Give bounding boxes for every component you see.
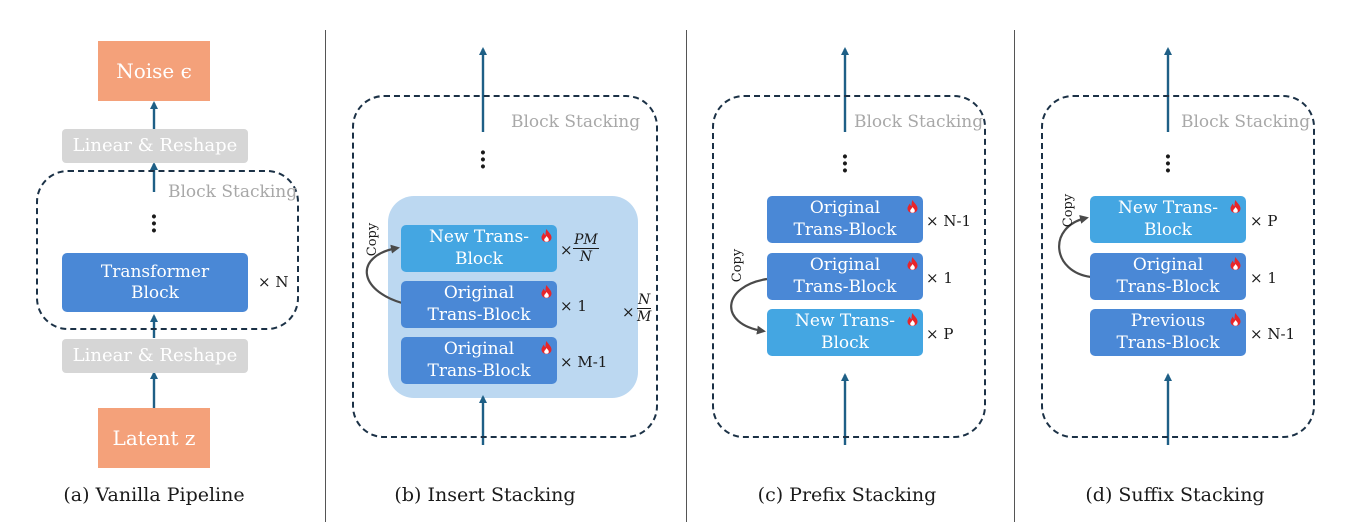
- block-stacking-label-a: Block Stacking: [168, 182, 298, 202]
- flame-icon: [1230, 313, 1241, 326]
- separator-2: [686, 30, 687, 522]
- multiplier-n: × N: [258, 273, 289, 291]
- caption-d: (d) Suffix Stacking: [1085, 484, 1265, 506]
- block-stacking-frame-d: [1041, 95, 1315, 438]
- block-stacking-frame-a: [36, 170, 299, 330]
- previous-trans-block-d: Previous Trans-Block: [1090, 309, 1246, 356]
- transformer-block: Transformer Block: [62, 253, 248, 312]
- new-trans-block-d: New Trans-Block: [1090, 196, 1246, 243]
- vertical-ellipsis-a: ···: [150, 204, 158, 244]
- new-trans-block-c: New Trans-Block: [767, 309, 923, 356]
- mult-group-prefix-b: ×: [622, 303, 635, 321]
- vertical-ellipsis-d: ···: [1164, 144, 1172, 184]
- flame-icon: [907, 200, 918, 213]
- original-trans-block-c2: Original Trans-Block: [767, 253, 923, 300]
- linear-reshape-bottom-label: Linear & Reshape: [72, 345, 238, 367]
- flame-icon: [1230, 200, 1241, 213]
- flame-icon: [907, 257, 918, 270]
- new-trans-block-b-label: New Trans-Block: [429, 227, 529, 269]
- flame-icon: [541, 341, 552, 354]
- new-trans-block-c-label: New Trans-Block: [795, 311, 895, 353]
- block-stacking-label-b: Block Stacking: [511, 112, 641, 132]
- block-stacking-frame-b: [352, 95, 658, 438]
- mult-new-prefix-b: ×: [560, 241, 573, 259]
- new-trans-block-b: New Trans-Block: [401, 225, 557, 272]
- separator-1: [325, 30, 326, 522]
- flame-icon: [1230, 257, 1241, 270]
- block-stacking-label-c: Block Stacking: [854, 112, 984, 132]
- original-trans-block-b1-label: Original Trans-Block: [427, 283, 531, 325]
- copy-arrow-d: [1058, 214, 1092, 279]
- original-trans-block-b1: Original Trans-Block: [401, 281, 557, 328]
- mult-d3: × N-1: [1250, 325, 1296, 343]
- latent-label: Latent z: [112, 426, 196, 450]
- noise-box: Noise ϵ: [98, 41, 210, 101]
- noise-label: Noise ϵ: [116, 59, 192, 83]
- copy-label-d: Copy: [1061, 193, 1077, 228]
- block-stacking-frame-c: [712, 95, 986, 438]
- caption-a: (a) Vanilla Pipeline: [63, 484, 245, 506]
- vertical-ellipsis-c: ···: [841, 144, 849, 184]
- block-stacking-label-d: Block Stacking: [1181, 112, 1311, 132]
- mult-c1: × N-1: [926, 212, 972, 230]
- flame-icon: [541, 229, 552, 242]
- mult-group-denominator-b: M: [637, 309, 652, 325]
- original-trans-block-c1-label: Original Trans-Block: [793, 198, 897, 240]
- latent-box: Latent z: [98, 408, 210, 468]
- caption-c: (c) Prefix Stacking: [757, 484, 937, 506]
- vertical-ellipsis-b: ···: [479, 140, 487, 180]
- copy-label-b: Copy: [365, 222, 381, 257]
- caption-b: (b) Insert Stacking: [394, 484, 576, 506]
- copy-arrow-b: [365, 244, 403, 305]
- mult-c2: × 1: [926, 269, 953, 287]
- original-trans-block-d-label: Original Trans-Block: [1116, 255, 1220, 297]
- flame-icon: [907, 313, 918, 326]
- transformer-block-label: Transformer Block: [100, 262, 210, 303]
- mult-group-fraction-b: N M: [637, 292, 652, 325]
- linear-reshape-top: Linear & Reshape: [62, 129, 248, 163]
- mult-new-fraction-b: PM N: [573, 232, 599, 265]
- mult-group-numerator-b: N: [637, 292, 652, 309]
- original-trans-block-c2-label: Original Trans-Block: [793, 255, 897, 297]
- mult-c3: × P: [926, 325, 954, 343]
- mult-d2: × 1: [1250, 269, 1277, 287]
- mult-new-denominator-b: N: [579, 249, 592, 265]
- copy-label-c: Copy: [730, 248, 746, 283]
- new-trans-block-d-label: New Trans-Block: [1118, 198, 1218, 240]
- linear-reshape-top-label: Linear & Reshape: [72, 135, 238, 157]
- original-trans-block-b2-label: Original Trans-Block: [427, 339, 531, 381]
- linear-reshape-bottom: Linear & Reshape: [62, 339, 248, 373]
- mult-original-b: × 1: [560, 297, 587, 315]
- mult-original-2-b: × M-1: [560, 353, 608, 371]
- separator-3: [1014, 30, 1015, 522]
- mult-d1: × P: [1250, 212, 1278, 230]
- original-trans-block-c1: Original Trans-Block: [767, 196, 923, 243]
- original-trans-block-b2: Original Trans-Block: [401, 337, 557, 384]
- original-trans-block-d: Original Trans-Block: [1090, 253, 1246, 300]
- mult-new-numerator-b: PM: [573, 232, 599, 249]
- previous-trans-block-d-label: Previous Trans-Block: [1116, 311, 1220, 353]
- flame-icon: [541, 285, 552, 298]
- copy-arrow-c: [730, 277, 768, 335]
